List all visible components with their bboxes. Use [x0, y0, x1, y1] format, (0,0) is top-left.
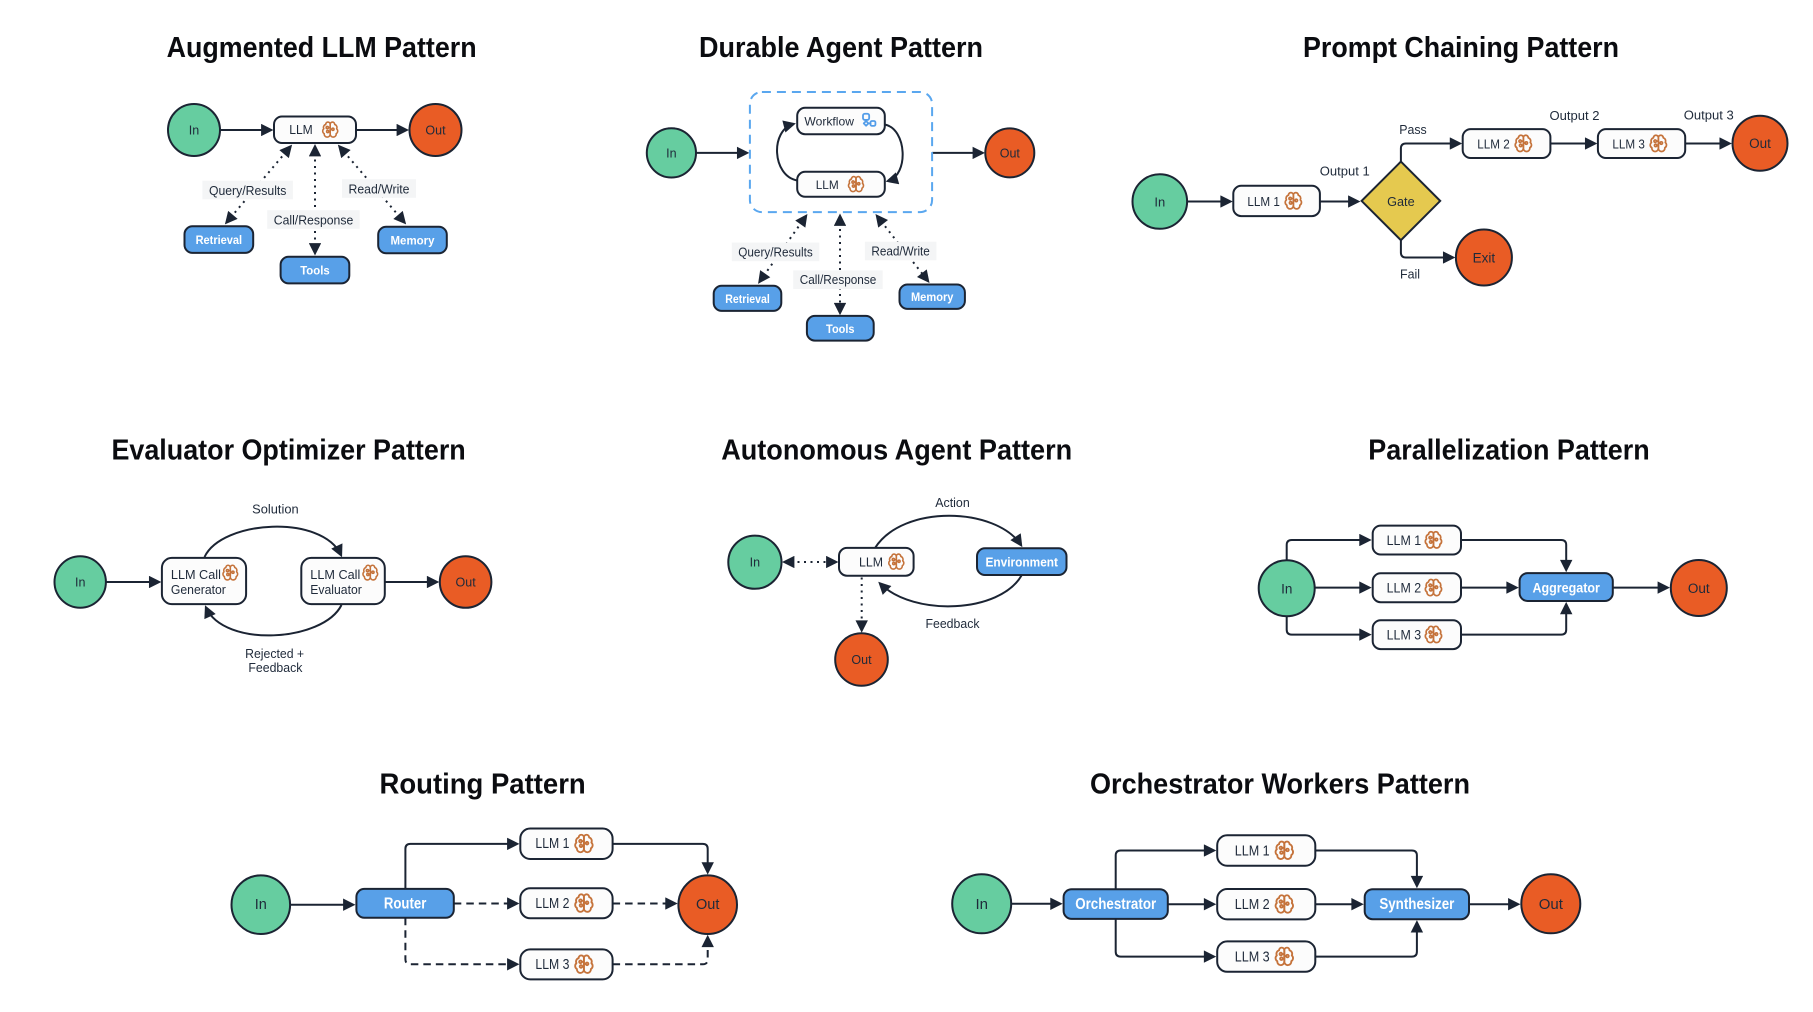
svg-text:In: In — [75, 576, 85, 590]
svg-text:LLM 3: LLM 3 — [1235, 949, 1270, 966]
svg-text:Out: Out — [456, 576, 477, 590]
svg-text:Read/Write: Read/Write — [871, 245, 930, 259]
svg-text:Fail: Fail — [1400, 266, 1420, 281]
svg-text:Feedback: Feedback — [926, 616, 980, 631]
svg-text:Query/Results: Query/Results — [209, 183, 287, 198]
svg-text:Environment: Environment — [986, 555, 1059, 570]
svg-text:Autonomous Agent Pattern: Autonomous Agent Pattern — [721, 434, 1072, 466]
svg-text:Evaluator Optimizer Pattern: Evaluator Optimizer Pattern — [111, 434, 465, 466]
svg-text:In: In — [255, 897, 267, 913]
svg-text:Evaluator: Evaluator — [310, 582, 362, 597]
svg-text:In: In — [1281, 581, 1292, 596]
svg-text:Out: Out — [1749, 136, 1771, 151]
svg-text:LLM 3: LLM 3 — [1612, 137, 1645, 152]
svg-text:Orchestrator: Orchestrator — [1075, 896, 1156, 913]
svg-text:Exit: Exit — [1473, 251, 1496, 266]
svg-text:Output 2: Output 2 — [1550, 108, 1600, 123]
svg-text:Out: Out — [1688, 581, 1710, 596]
svg-text:Tools: Tools — [300, 264, 330, 278]
svg-text:Action: Action — [935, 495, 970, 510]
svg-text:Orchestrator Workers Pattern: Orchestrator Workers Pattern — [1090, 769, 1470, 801]
svg-text:Out: Out — [1000, 146, 1021, 160]
svg-text:Synthesizer: Synthesizer — [1379, 896, 1454, 913]
svg-text:LLM 2: LLM 2 — [535, 896, 569, 912]
svg-text:Solution: Solution — [252, 502, 299, 517]
svg-text:LLM Call: LLM Call — [171, 567, 221, 582]
svg-text:Out: Out — [696, 897, 719, 913]
svg-text:LLM 1: LLM 1 — [1387, 533, 1422, 548]
svg-text:Memory: Memory — [911, 290, 954, 304]
svg-text:LLM: LLM — [289, 123, 313, 137]
svg-text:Tools: Tools — [826, 322, 855, 336]
svg-text:Feedback: Feedback — [248, 660, 302, 675]
svg-text:Augmented LLM Pattern: Augmented LLM Pattern — [167, 32, 477, 64]
svg-text:LLM 1: LLM 1 — [535, 836, 569, 852]
svg-text:Pass: Pass — [1399, 122, 1427, 137]
svg-text:Memory: Memory — [391, 234, 435, 248]
svg-text:Generator: Generator — [171, 582, 227, 597]
svg-text:LLM: LLM — [859, 555, 883, 569]
svg-text:Routing Pattern: Routing Pattern — [380, 769, 586, 801]
svg-text:Retrieval: Retrieval — [725, 292, 770, 306]
svg-text:Out: Out — [1539, 896, 1564, 913]
svg-text:LLM 2: LLM 2 — [1477, 137, 1510, 152]
svg-text:LLM Call: LLM Call — [310, 567, 360, 582]
svg-text:Parallelization Pattern: Parallelization Pattern — [1368, 434, 1649, 466]
svg-text:Aggregator: Aggregator — [1532, 580, 1600, 596]
svg-text:LLM 3: LLM 3 — [535, 957, 569, 973]
svg-text:Durable Agent Pattern: Durable Agent Pattern — [699, 32, 983, 64]
svg-text:Prompt Chaining Pattern: Prompt Chaining Pattern — [1303, 32, 1619, 64]
svg-text:LLM 2: LLM 2 — [1235, 896, 1270, 913]
svg-text:Output 1: Output 1 — [1320, 164, 1370, 179]
svg-text:LLM: LLM — [816, 178, 839, 192]
svg-text:Read/Write: Read/Write — [349, 182, 410, 197]
svg-text:Router: Router — [384, 895, 427, 912]
svg-text:In: In — [975, 896, 988, 913]
svg-text:Out: Out — [425, 124, 446, 138]
svg-text:Workflow: Workflow — [804, 115, 854, 129]
svg-text:LLM 1: LLM 1 — [1247, 194, 1280, 209]
svg-text:Call/Response: Call/Response — [274, 213, 354, 228]
svg-text:Retrieval: Retrieval — [196, 233, 243, 247]
svg-text:Output 3: Output 3 — [1684, 108, 1734, 123]
svg-text:In: In — [666, 146, 676, 160]
svg-text:Rejected +: Rejected + — [245, 646, 304, 661]
svg-text:Out: Out — [851, 653, 872, 667]
svg-text:Query/Results: Query/Results — [738, 245, 813, 259]
svg-text:LLM 3: LLM 3 — [1387, 628, 1422, 643]
svg-text:In: In — [189, 124, 199, 138]
svg-text:Gate: Gate — [1387, 194, 1415, 209]
svg-text:In: In — [1154, 195, 1165, 210]
svg-text:LLM 1: LLM 1 — [1235, 843, 1270, 860]
svg-text:In: In — [750, 556, 760, 570]
svg-text:LLM 2: LLM 2 — [1387, 581, 1422, 596]
svg-text:Call/Response: Call/Response — [800, 273, 877, 287]
